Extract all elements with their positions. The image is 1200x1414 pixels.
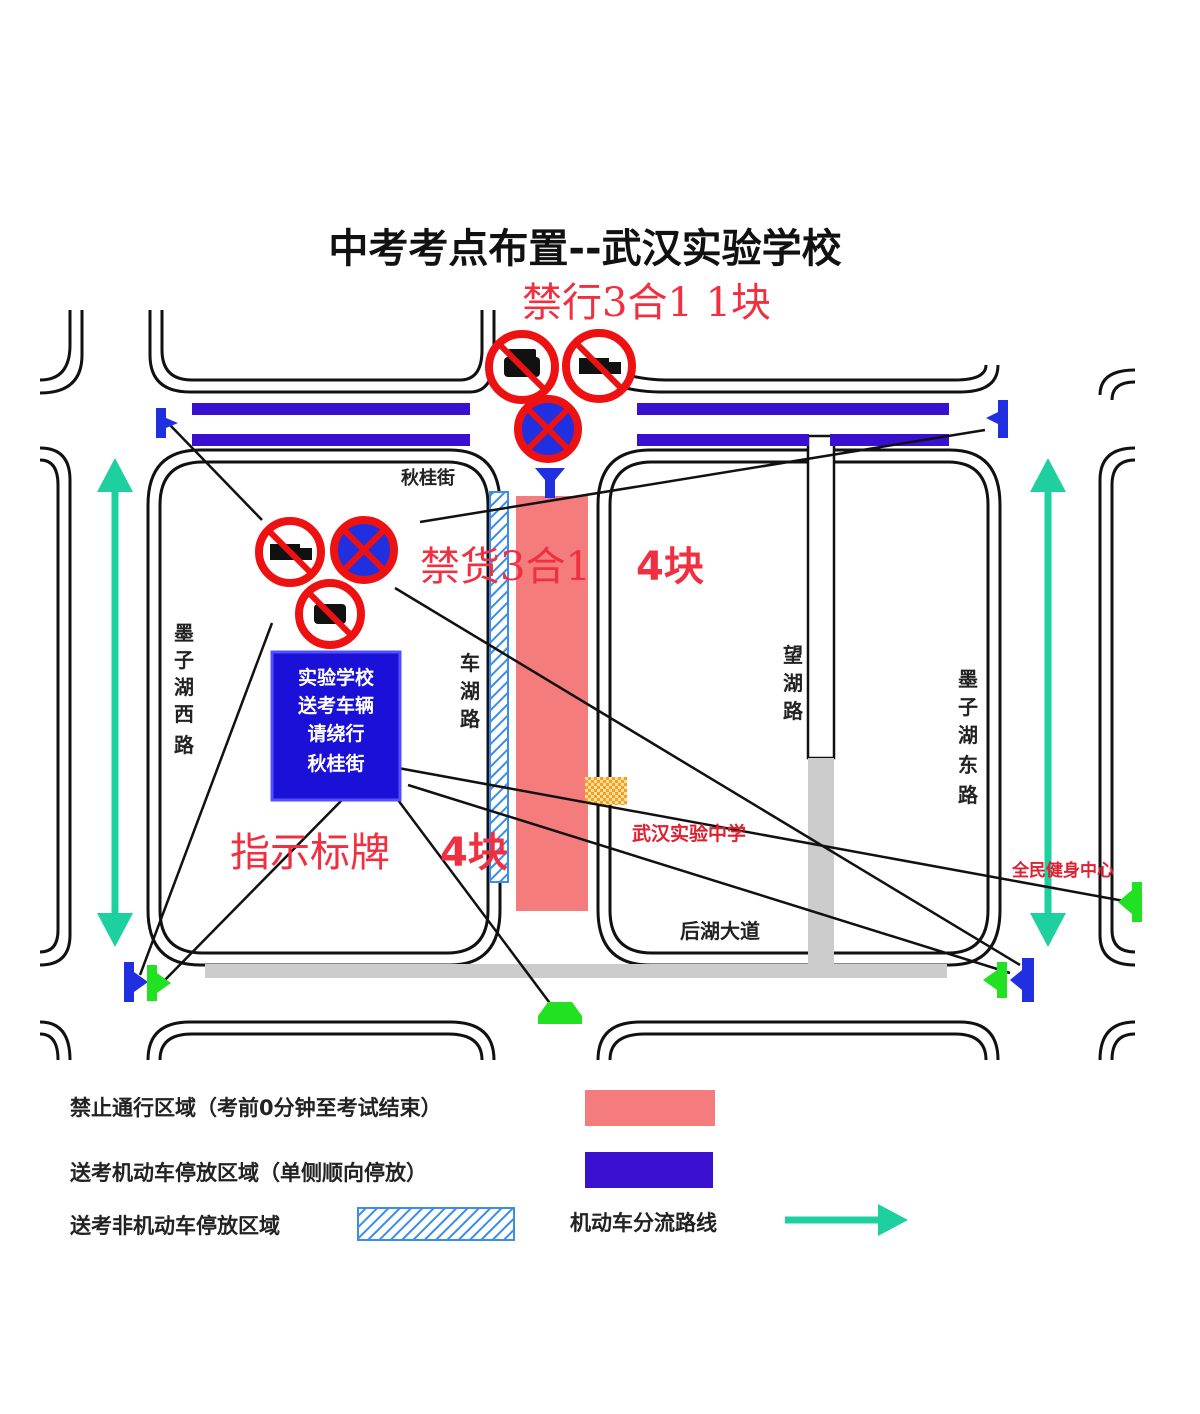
svg-text:湖: 湖 [174, 675, 194, 699]
no-truck-signs-label: 禁货3合1 [420, 544, 591, 590]
guide-sign-line: 实验学校 [298, 666, 375, 689]
wang-road-label: 望 湖 路 [783, 643, 804, 723]
marker-icon [1010, 958, 1034, 1002]
no-entry-sign-icon [485, 330, 559, 404]
svg-text:墨: 墨 [174, 621, 194, 645]
no-truck-sign-icon [255, 517, 325, 587]
closed-area-zone [516, 496, 588, 911]
markers [124, 400, 1142, 1024]
guide-signs-count: 4块 [440, 830, 508, 876]
school-marker [585, 777, 627, 805]
svg-text:路: 路 [958, 783, 979, 807]
no-parking-sign-icon [514, 395, 582, 463]
svg-text:路: 路 [174, 733, 195, 757]
marker-icon [986, 400, 1008, 438]
no-entry-sign-icon [295, 579, 365, 649]
leader-lines [138, 424, 1136, 1011]
marker-icon [1118, 882, 1142, 922]
east-road-label: 墨 子 湖 东 路 [958, 667, 979, 807]
no-parking-sign-icon [330, 516, 398, 584]
svg-text:湖: 湖 [783, 671, 803, 695]
svg-text:路: 路 [460, 707, 481, 731]
legend-closed-area-label: 禁止通行区域（考前0分钟至考试结束） [70, 1096, 442, 1120]
svg-text:东: 东 [958, 753, 978, 777]
svg-text:望: 望 [783, 643, 803, 667]
map-title: 中考考点布置--武汉实验学校 [328, 226, 841, 272]
no-truck-sign-icon [562, 329, 636, 403]
no-entry-signs-label: 禁行3合1 1块 [522, 280, 771, 326]
svg-text:车: 车 [460, 651, 480, 675]
svg-text:墨: 墨 [958, 667, 978, 691]
guide-sign-line: 送考车辆 [298, 694, 374, 717]
svg-text:湖: 湖 [958, 723, 978, 747]
svg-text:子: 子 [174, 648, 194, 672]
legend-non-motor-parking-label: 送考非机动车停放区域 [70, 1214, 280, 1238]
detour-arrows [97, 458, 1066, 947]
school-label: 武汉实验中学 [632, 822, 746, 845]
legend-detour-route-label: 机动车分流路线 [570, 1211, 717, 1235]
motor-parking-zones [192, 403, 949, 446]
svg-text:西: 西 [174, 702, 194, 726]
guide-sign-icon: 实验学校 送考车辆 请绕行 秋桂街 [270, 650, 402, 802]
legend-closed-area-swatch [585, 1090, 715, 1126]
arrow-icon [785, 1204, 908, 1236]
guide-signs-label: 指示标牌 [230, 830, 390, 876]
svg-text:子: 子 [958, 695, 978, 719]
guide-sign-line: 秋桂街 [307, 752, 364, 775]
no-truck-signs-count: 4块 [636, 544, 704, 590]
middle-road-label: 车 湖 路 [460, 651, 481, 731]
svg-text:湖: 湖 [460, 679, 480, 703]
marker-icon [983, 962, 1007, 998]
legend-motor-parking-label: 送考机动车停放区域（单侧顺向停放） [70, 1161, 427, 1185]
legend-non-motor-parking-swatch [357, 1207, 515, 1241]
svg-text:路: 路 [783, 699, 804, 723]
marker-icon [156, 408, 178, 438]
marker-icon [535, 468, 565, 498]
fitness-center-label: 全民健身中心 [1011, 860, 1114, 881]
wang-road-strip [806, 434, 836, 968]
marker-icon [147, 965, 171, 1001]
south-avenue-strip [205, 964, 947, 978]
west-road-label: 墨 子 湖 西 路 [174, 621, 195, 757]
marker-icon [538, 1002, 582, 1024]
guide-sign-line: 请绕行 [307, 722, 364, 745]
south-avenue-label: 后湖大道 [680, 919, 760, 943]
north-street-label: 秋桂街 [401, 467, 455, 489]
marker-icon [124, 962, 148, 1002]
legend: 禁止通行区域（考前0分钟至考试结束） 送考机动车停放区域（单侧顺向停放） 送考非… [70, 1090, 908, 1241]
legend-motor-parking-swatch [585, 1152, 713, 1188]
